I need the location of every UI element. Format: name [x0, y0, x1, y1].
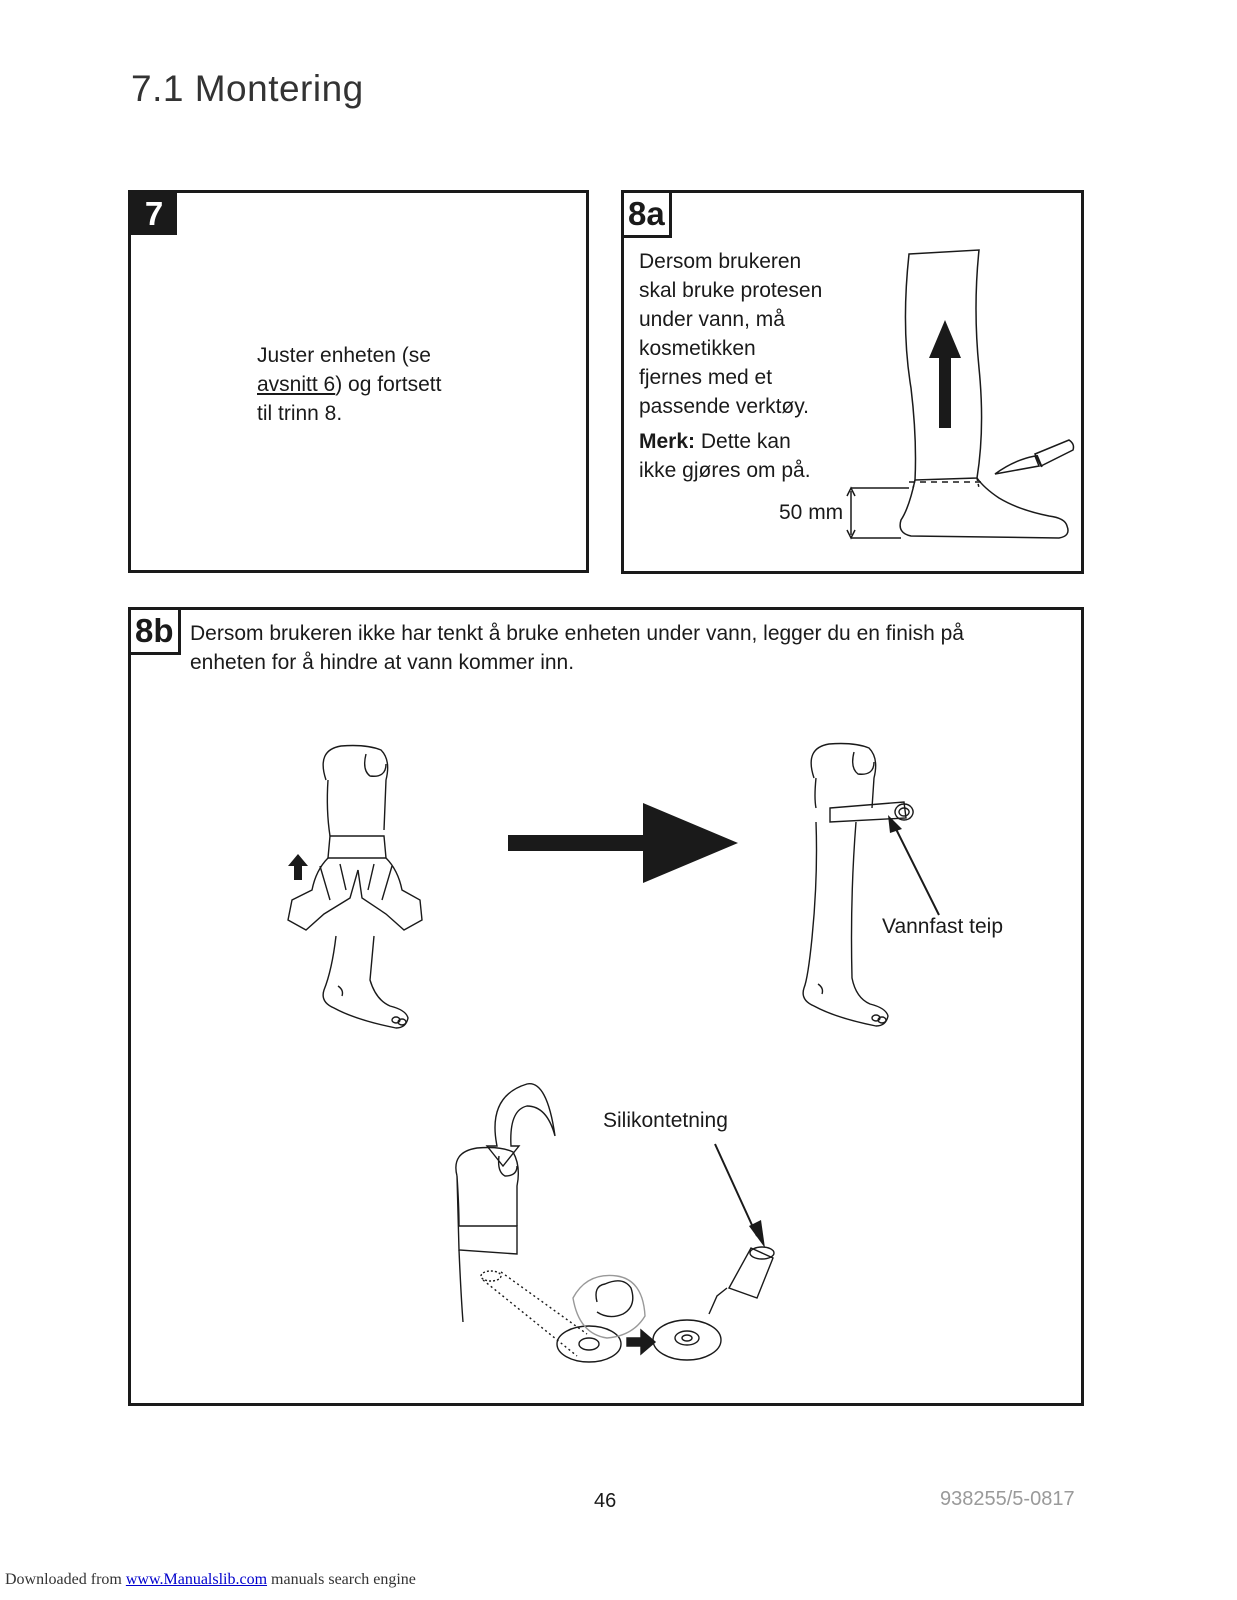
dimension-label: 50 mm: [779, 501, 844, 524]
small-up-arrow-icon: [288, 854, 308, 880]
step-8b-line1: Dersom brukeren ikke har tenkt å bruke e…: [190, 622, 964, 645]
step-8b-badge: 8b: [131, 610, 181, 655]
note-line1: Dette kan: [695, 430, 791, 453]
note-label: Merk:: [639, 430, 696, 453]
silicone-pointer-line: [714, 1143, 758, 1237]
tape-label: Vannfast teip: [882, 915, 1004, 938]
step-7-panel: 7 Juster enheten (se avsnitt 6) og forts…: [128, 190, 589, 573]
step-7-text: Juster enheten (se avsnitt 6) og fortset…: [257, 341, 557, 428]
note-line2: ikke gjøres om på.: [639, 459, 811, 482]
step-8a-line: Dersom brukeren: [639, 250, 802, 273]
download-footer: Downloaded from www.Manualslib.com manua…: [5, 1571, 416, 1589]
step-7-line2: avsnitt 6) og fortsett: [257, 370, 557, 399]
up-arrow-icon: [929, 320, 961, 428]
step-8b-line2: enheten for å hindre at vann kommer inn.: [190, 651, 575, 674]
step-8a-line: passende verktøy.: [639, 395, 810, 418]
step-8a-line: fjernes med et: [639, 366, 773, 389]
step-7-line3: til trinn 8.: [257, 402, 343, 425]
footer-suffix: manuals search engine: [267, 1571, 416, 1588]
silicone-seal-illustration: [455, 1083, 775, 1363]
right-arrow-icon: [508, 803, 738, 883]
footer-prefix: Downloaded from: [5, 1571, 126, 1588]
step-8a-badge: 8a: [624, 193, 672, 238]
section-6-link[interactable]: avsnitt 6: [257, 373, 336, 396]
step-8b-text: Dersom brukeren ikke har tenkt å bruke e…: [190, 619, 1070, 677]
tape-pointer-arrow: [888, 815, 940, 916]
step-8a-line: under vann, må: [639, 308, 785, 331]
leg-with-tape-illustration: [802, 742, 914, 1027]
leg-sleeve-fold-illustration: [287, 744, 423, 1029]
step-8a-line: kosmetikken: [639, 337, 756, 360]
step-8a-note: Merk: Dette kan: [639, 427, 869, 456]
step-7-badge: 7: [131, 193, 177, 235]
page-number: 46: [594, 1490, 617, 1512]
section-title: 7.1 Montering: [131, 68, 364, 109]
manualslib-link[interactable]: www.Manualslib.com: [125, 1571, 268, 1588]
leg-cosmetic-removal-illustration: [846, 249, 1075, 540]
step-8b-panel: 8b Dersom brukeren ikke har tenkt å bruk…: [128, 607, 1084, 1406]
step-7-line1: Juster enheten (se: [257, 344, 431, 367]
document-id: 938255/5-0817: [940, 1488, 1075, 1510]
step-8a-text: Dersom brukeren skal bruke protesen unde…: [639, 247, 869, 485]
step-8a-panel: 8a Dersom brukeren skal bruke protesen u…: [621, 190, 1084, 574]
step-7-line2-rest: ) og fortsett: [335, 373, 442, 396]
silicone-pointer-arrowhead: [749, 1220, 765, 1248]
silicone-label: Silikontetning: [603, 1109, 728, 1132]
step-8a-line: skal bruke protesen: [639, 279, 823, 302]
